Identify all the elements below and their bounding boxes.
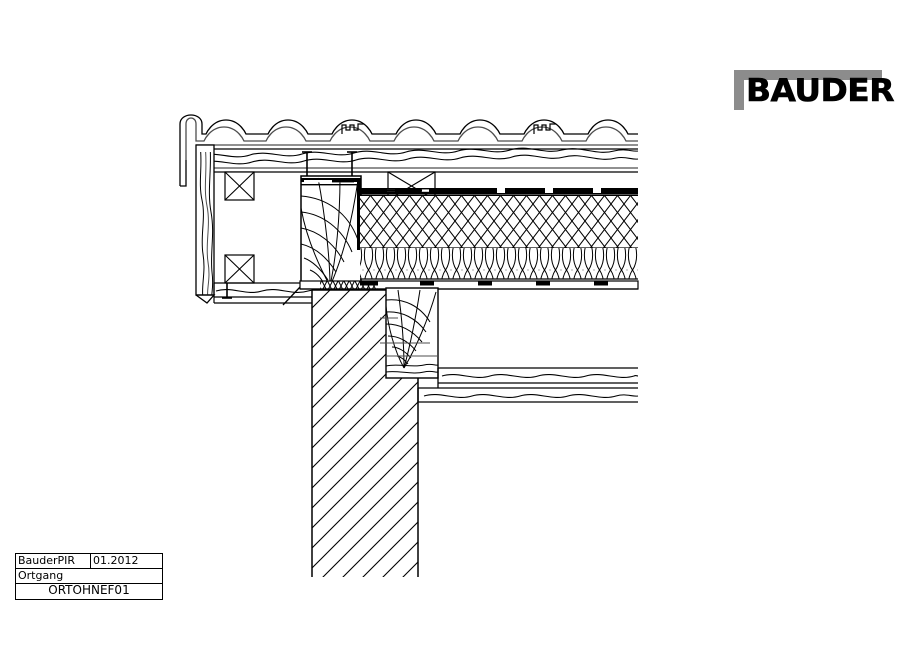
counter-batten-lower-left [224, 254, 255, 284]
logo-wordmark: BAUDER [746, 73, 895, 109]
wall-plate-end-grain [380, 287, 439, 379]
ceiling-soffit-boards [417, 367, 639, 403]
title-block-row-code: ORTOHNEF01 [16, 584, 162, 599]
wall-head-sealing-strip [320, 281, 378, 290]
vapour-barrier-step [357, 178, 638, 250]
pir-insulation-upper [360, 196, 638, 249]
title-block: BauderPIR 01.2012 Ortgang ORTOHNEF01 [15, 553, 163, 600]
title-block-row-detail: Ortgang [16, 569, 162, 584]
vapour-barrier-upper [301, 178, 361, 186]
roof-underlay-membrane [196, 144, 639, 173]
title-block-drawing-code: ORTOHNEF01 [48, 584, 130, 597]
rafter-end-grain [282, 175, 362, 306]
title-block-detail-name: Ortgang [18, 569, 64, 582]
counter-batten-left [224, 171, 255, 201]
title-block-product: BauderPIR [16, 554, 91, 568]
insulation-lower [360, 248, 638, 280]
masonry-wall [311, 289, 419, 577]
title-block-row-product: BauderPIR 01.2012 [16, 554, 162, 569]
verge-fascia-board [195, 144, 216, 304]
roof-tile-covering [179, 114, 638, 187]
bauder-logo: BAUDER [732, 68, 895, 112]
logo-frame-icon [734, 70, 882, 110]
title-block-date: 01.2012 [93, 554, 139, 567]
